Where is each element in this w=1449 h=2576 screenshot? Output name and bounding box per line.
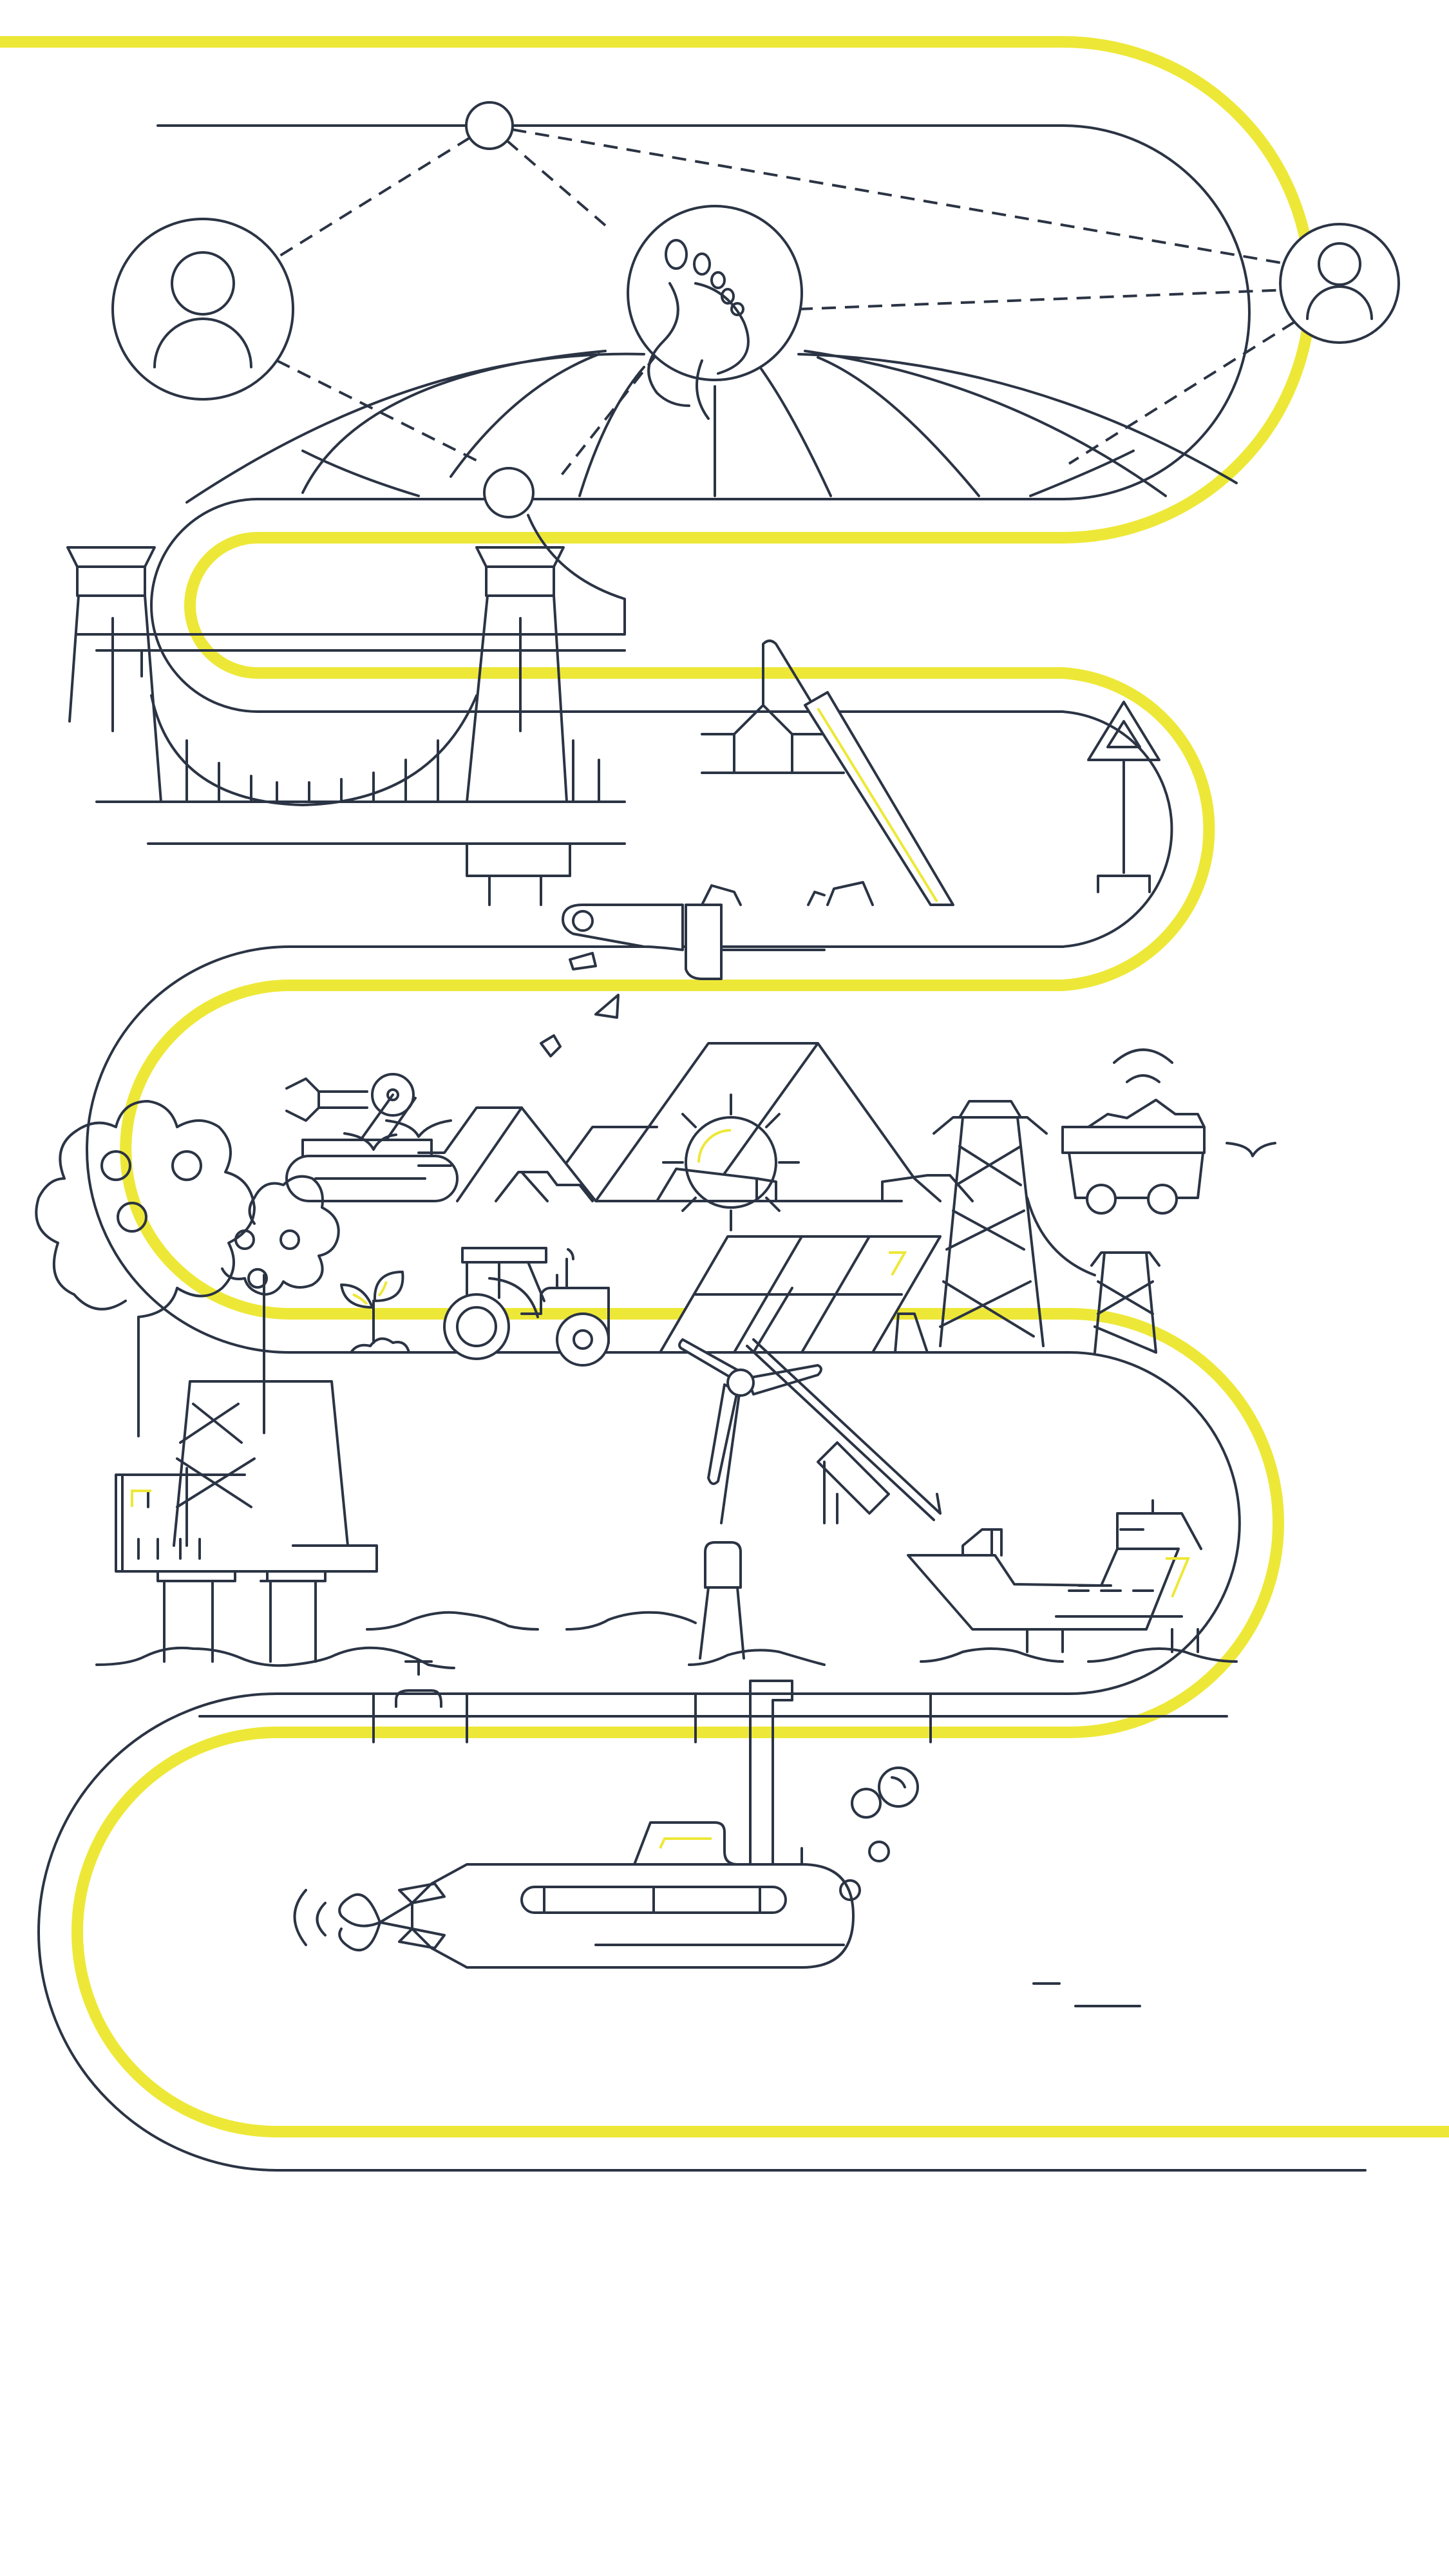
- periscope-icon: [633, 1680, 803, 1866]
- bubble-icon: [839, 1766, 919, 1901]
- mine-mound-icon: [417, 1042, 974, 1202]
- underwater: [198, 1660, 1228, 2007]
- dark-path: [37, 124, 1367, 2172]
- mining: [285, 881, 1206, 1215]
- offshore: [95, 1370, 1238, 1669]
- oil-derrick-icon: [933, 1100, 1160, 1354]
- node-icon: [465, 101, 514, 150]
- people-network: [111, 101, 1400, 518]
- person-icon: [1279, 223, 1400, 344]
- bridge-icon: [95, 800, 626, 906]
- yellow-path: [0, 36, 1449, 2137]
- wave-icon: [95, 1611, 1238, 1669]
- ship-icon: [907, 1499, 1202, 1653]
- sun-icon: [662, 1094, 800, 1231]
- cooling-tower-icon: [66, 546, 600, 806]
- submarine-icon: [293, 1863, 855, 1969]
- footprint-icon: [627, 205, 803, 420]
- person-icon: [111, 218, 294, 401]
- seabed-lines: [1032, 1982, 1141, 2007]
- power-plant: [66, 514, 1160, 906]
- bird-icon: [343, 1119, 1276, 1157]
- tree-icon: [35, 1100, 340, 1437]
- buoy-icon: [699, 1541, 745, 1660]
- cart-icon: [1061, 1048, 1206, 1215]
- wind-turbine-icon: [678, 1338, 942, 1524]
- solar-panel-icon: [659, 1235, 942, 1354]
- conveyor-icon: [562, 881, 874, 980]
- tractor-icon: [443, 1247, 610, 1367]
- renewables: [35, 1094, 1276, 1524]
- warning-sign-icon: [1087, 701, 1160, 893]
- node-icon: [483, 467, 535, 518]
- globe-icon: [185, 350, 1238, 504]
- excavator-icon: [285, 1073, 459, 1202]
- oil-platform-icon: [115, 1370, 378, 1663]
- crane-icon: [701, 639, 954, 906]
- sprout-icon: [340, 1271, 410, 1354]
